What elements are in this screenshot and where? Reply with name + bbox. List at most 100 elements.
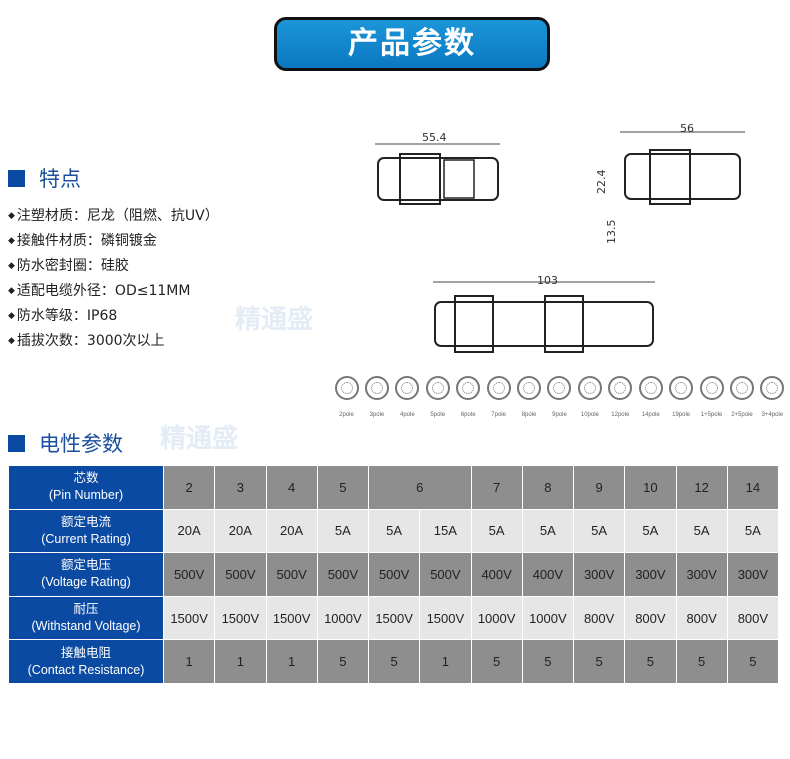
table-cell: 800V	[726, 595, 780, 641]
row-header-en: (Contact Resistance)	[27, 662, 145, 677]
table-cell: 3	[214, 465, 267, 510]
pin-layout-label: 5pole	[430, 412, 446, 418]
table-cell: 1500V	[214, 595, 267, 641]
heading-text: 电性参数	[39, 432, 123, 456]
pin-face-icon	[364, 376, 389, 400]
row-header-cn: 接触电阻	[60, 645, 111, 660]
table-cell: 300V	[675, 552, 728, 597]
table-cell: 5	[624, 639, 677, 684]
page-title: 产品参数	[274, 17, 550, 71]
pin-layout: 7pole	[484, 376, 513, 419]
watermark: 精通盛	[160, 424, 239, 454]
table-cell: 5	[521, 639, 575, 684]
table-cell: 300V	[624, 552, 677, 597]
table-cell: 20A	[162, 508, 216, 554]
table-cell: 9	[572, 465, 626, 510]
pin-layout-label: 8pole	[521, 412, 537, 418]
pin-layout-label: 4pole	[400, 412, 415, 418]
table-cell: 400V	[521, 552, 575, 597]
electrical-heading: 电性参数	[8, 428, 123, 458]
row-header: 耐压 (Withstand Voltage)	[8, 595, 164, 641]
pin-face-icon	[547, 376, 572, 400]
row-header-cn: 额定电压	[60, 558, 111, 573]
table-cell: 8	[521, 465, 575, 510]
table-cell: 400V	[470, 552, 523, 597]
pin-layout: 8pole	[515, 376, 544, 419]
pin-face-icon	[729, 376, 754, 400]
connector-drawing-top: 56 22.4 13.5	[595, 122, 745, 244]
row-header-en: (Withstand Voltage)	[31, 619, 141, 634]
heading-text: 特点	[39, 167, 81, 191]
table-cell: 1500V	[419, 595, 472, 641]
pin-layout: 1+5pole	[697, 376, 726, 419]
table-cell: 1500V	[265, 595, 318, 641]
table-cell: 500V	[419, 552, 472, 597]
table-cell: 10	[624, 465, 677, 510]
pin-face-icon	[608, 376, 633, 400]
watermark: 精通盛	[235, 305, 314, 335]
row-header-en: (Pin Number)	[48, 488, 124, 503]
feature-item: 防水等级：IP68	[8, 304, 219, 329]
table-cell: 5A	[675, 508, 728, 554]
dimension-label: 55.4	[422, 131, 447, 144]
pin-face-icon	[577, 376, 602, 400]
table-cell: 500V	[265, 552, 318, 597]
pin-face-icon	[699, 376, 724, 400]
pin-layout: 3+4pole	[758, 376, 787, 419]
table-cell: 2	[162, 465, 216, 510]
pin-face-icon	[760, 376, 785, 400]
pin-face-icon	[425, 376, 450, 400]
pin-layout-label: 10pole	[580, 412, 599, 418]
features-list: 注塑材质：尼龙（阻燃、抗UV） 接触件材质：磷铜镀金 防水密封圈：硅胶 适配电缆…	[8, 204, 219, 354]
table-cell: 7	[470, 465, 523, 510]
table-cell: 5	[367, 639, 421, 684]
table-cell: 5	[675, 639, 728, 684]
feature-item: 接触件材质：磷铜镀金	[8, 229, 219, 254]
connector-drawing-full: 103	[433, 274, 655, 353]
table-cell: 5A	[726, 508, 780, 554]
pin-layout: 2+5pole	[727, 376, 756, 419]
table-cell: 15A	[419, 508, 472, 554]
pin-layout: 9pole	[545, 376, 574, 419]
table-cell: 300V	[572, 552, 626, 597]
pin-layout: 6pole	[454, 376, 483, 419]
pin-face-icon	[456, 376, 481, 400]
square-bullet-icon	[8, 434, 25, 452]
row-header: 芯数 (Pin Number)	[8, 465, 164, 510]
pin-face-icon	[395, 376, 420, 400]
table-cell: 1500V	[162, 595, 216, 641]
pin-layout-label: 14pole	[641, 412, 660, 418]
table-cell: 5A	[521, 508, 575, 554]
table-cell: 5	[316, 465, 370, 510]
table-cell: 500V	[367, 552, 421, 597]
pin-face-icon	[517, 376, 542, 400]
pin-layout: 19pole	[667, 376, 696, 419]
table-cell: 1500V	[367, 595, 421, 641]
pin-face-icon	[669, 376, 694, 400]
table-cell: 500V	[162, 552, 216, 597]
row-header-en: (Voltage Rating)	[41, 575, 131, 590]
feature-item: 防水密封圈：硅胶	[8, 254, 219, 279]
table-cell: 1000V	[316, 595, 370, 641]
table-cell: 500V	[316, 552, 370, 597]
pin-layout: 5pole	[423, 376, 452, 419]
row-header-cn: 耐压	[73, 602, 99, 617]
table-cell: 5A	[316, 508, 370, 554]
pin-layout: 10pole	[575, 376, 604, 419]
table-cell: 5A	[367, 508, 421, 554]
table-cell: 12	[675, 465, 728, 510]
table-cell: 1	[162, 639, 216, 684]
table-cell: 800V	[624, 595, 677, 641]
pin-layout: 4pole	[393, 376, 422, 419]
pin-face-icon	[334, 376, 359, 400]
table-cell: 1	[419, 639, 472, 684]
pin-layout-label: 3+4pole	[761, 412, 784, 418]
pin-layout: 14pole	[636, 376, 665, 419]
row-header-cn: 芯数	[73, 471, 99, 486]
row-header: 额定电流(Current Rating)	[8, 508, 164, 554]
table-cell: 5A	[572, 508, 626, 554]
pin-layout: 3pole	[362, 376, 391, 419]
feature-item: 插拔次数：3000次以上	[8, 329, 219, 354]
